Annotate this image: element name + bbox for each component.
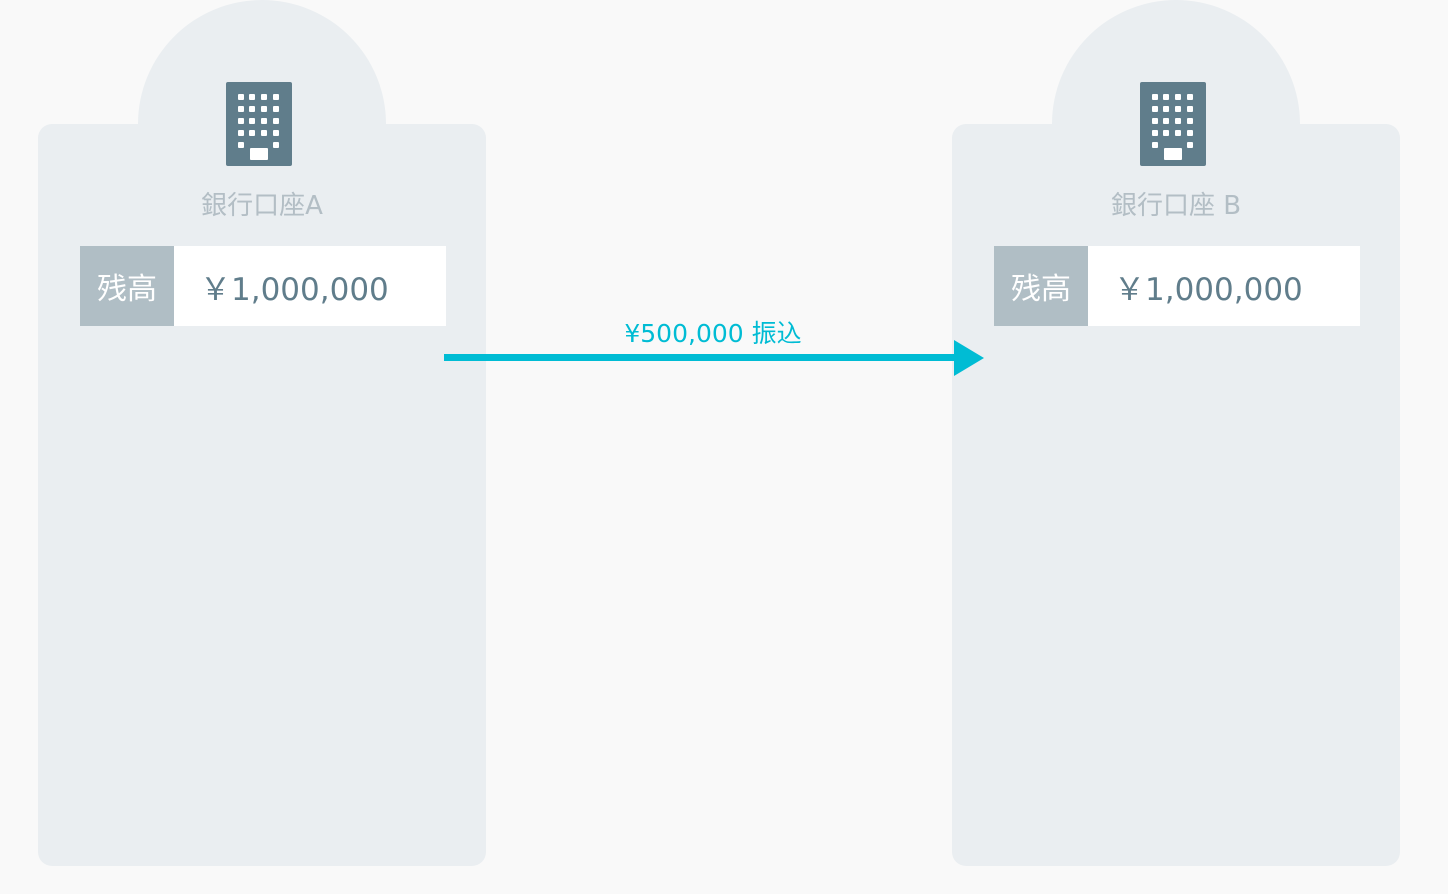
- account-b: 銀行口座 B 残高 ￥1,000,000: [952, 0, 1400, 866]
- balance-label: 残高: [994, 246, 1088, 326]
- account-name: 銀行口座 B: [1110, 191, 1242, 221]
- account-name: 銀行口座A: [201, 191, 323, 221]
- account-card: [952, 124, 1400, 866]
- bank-building-icon: [226, 82, 292, 166]
- bank-building-icon: [1140, 82, 1206, 166]
- transfer-connector: ¥500,000 振込: [444, 310, 984, 380]
- account-a: 銀行口座A 残高 ￥1,000,000: [38, 0, 486, 866]
- transfer-label: ¥500,000 振込: [624, 319, 802, 348]
- arrow-right-icon: [444, 340, 984, 376]
- balance-row: 残高 ￥1,000,000: [80, 246, 446, 326]
- balance-label: 残高: [80, 246, 174, 326]
- balance-value: ￥1,000,000: [1114, 271, 1303, 308]
- account-card: [38, 124, 486, 866]
- balance-row: 残高 ￥1,000,000: [994, 246, 1360, 326]
- balance-value: ￥1,000,000: [200, 271, 389, 308]
